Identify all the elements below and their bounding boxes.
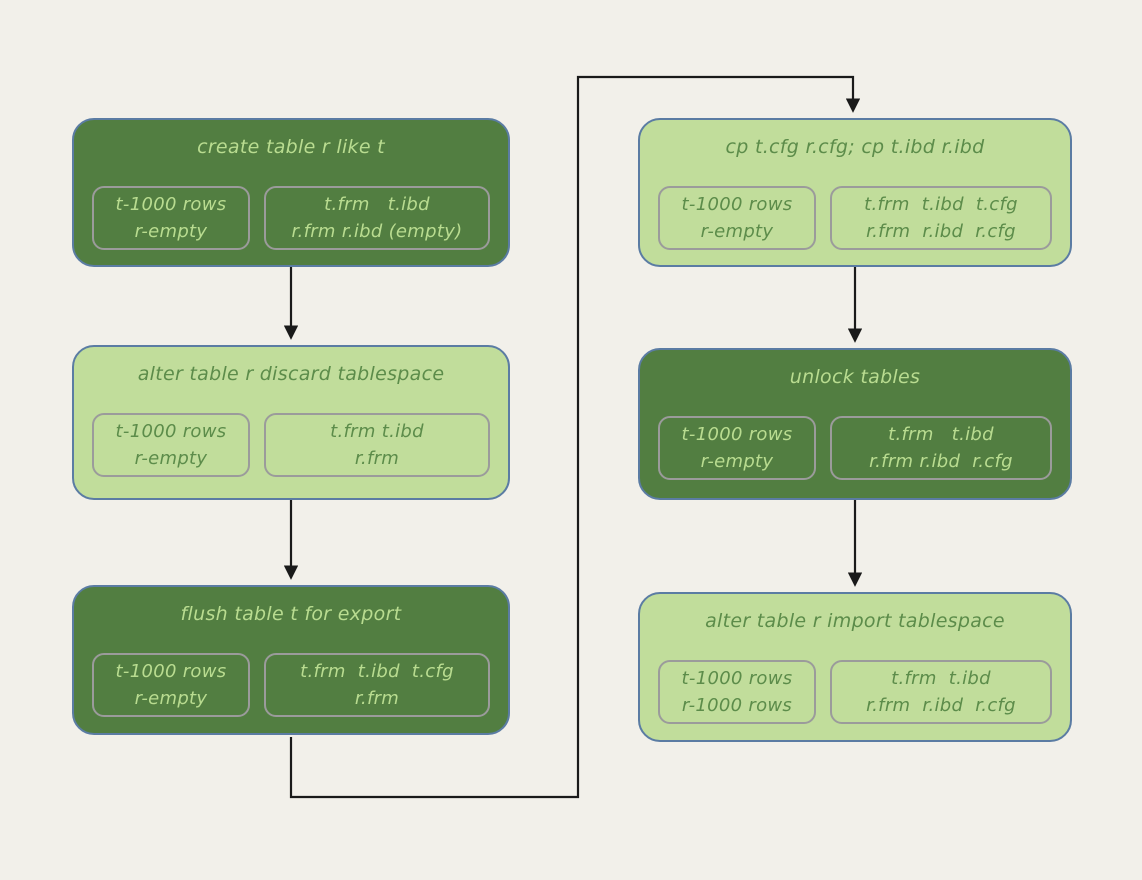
table-state-box: t-1000 rows r-empty bbox=[92, 653, 250, 717]
node-detail-row: t-1000 rows r-empty t.frm t.ibd r.frm r.… bbox=[92, 186, 490, 250]
node-detail-row: t-1000 rows r-1000 rows t.frm t.ibd r.fr… bbox=[658, 660, 1052, 724]
node-title: alter table r discard tablespace bbox=[137, 363, 445, 385]
file-list-box: t.frm t.ibd t.cfg r.frm r.ibd r.cfg bbox=[830, 186, 1052, 250]
node-create-table: create table r like t t-1000 rows r-empt… bbox=[72, 118, 510, 267]
file-list-box: t.frm t.ibd r.frm r.ibd r.cfg bbox=[830, 660, 1052, 724]
table-state-box: t-1000 rows r-1000 rows bbox=[658, 660, 816, 724]
table-state-box: t-1000 rows r-empty bbox=[92, 413, 250, 477]
file-list-box: t.frm t.ibd t.cfg r.frm bbox=[264, 653, 490, 717]
node-flush-table: flush table t for export t-1000 rows r-e… bbox=[72, 585, 510, 735]
node-detail-row: t-1000 rows r-empty t.frm t.ibd t.cfg r.… bbox=[92, 653, 490, 717]
node-title: alter table r import tablespace bbox=[705, 610, 1005, 632]
table-state-box: t-1000 rows r-empty bbox=[658, 416, 816, 480]
file-line: r.frm bbox=[354, 688, 400, 709]
file-line: t.frm t.ibd t.cfg bbox=[864, 194, 1018, 215]
node-title: flush table t for export bbox=[180, 603, 402, 625]
state-line: r-empty bbox=[134, 448, 208, 469]
file-line: t.frm t.ibd bbox=[891, 668, 991, 689]
node-title: unlock tables bbox=[789, 366, 921, 388]
state-line: r-empty bbox=[134, 688, 208, 709]
state-line: t-1000 rows bbox=[115, 194, 227, 215]
state-line: r-empty bbox=[700, 221, 774, 242]
file-line: t.frm t.ibd bbox=[888, 424, 994, 445]
node-title: cp t.cfg r.cfg; cp t.ibd r.ibd bbox=[725, 136, 985, 158]
file-line: t.frm t.ibd t.cfg bbox=[300, 661, 454, 682]
node-title: create table r like t bbox=[197, 136, 385, 158]
state-line: t-1000 rows bbox=[681, 424, 793, 445]
state-line: t-1000 rows bbox=[115, 661, 227, 682]
state-line: r-empty bbox=[134, 221, 208, 242]
file-line: t.frm t.ibd bbox=[324, 194, 430, 215]
file-list-box: t.frm t.ibd r.frm r.ibd r.cfg bbox=[830, 416, 1052, 480]
node-detail-row: t-1000 rows r-empty t.frm t.ibd r.frm r.… bbox=[658, 416, 1052, 480]
state-line: t-1000 rows bbox=[681, 668, 793, 689]
file-line: r.frm r.ibd (empty) bbox=[291, 221, 463, 242]
file-line: r.frm bbox=[354, 448, 400, 469]
state-line: r-empty bbox=[700, 451, 774, 472]
file-list-box: t.frm t.ibd r.frm bbox=[264, 413, 490, 477]
state-line: t-1000 rows bbox=[681, 194, 793, 215]
node-discard-tablespace: alter table r discard tablespace t-1000 … bbox=[72, 345, 510, 500]
state-line: t-1000 rows bbox=[115, 421, 227, 442]
state-line: r-1000 rows bbox=[681, 695, 793, 716]
node-copy-files: cp t.cfg r.cfg; cp t.ibd r.ibd t-1000 ro… bbox=[638, 118, 1072, 267]
file-line: r.frm r.ibd r.cfg bbox=[869, 451, 1013, 472]
node-detail-row: t-1000 rows r-empty t.frm t.ibd t.cfg r.… bbox=[658, 186, 1052, 250]
file-line: r.frm r.ibd r.cfg bbox=[866, 221, 1016, 242]
node-unlock-tables: unlock tables t-1000 rows r-empty t.frm … bbox=[638, 348, 1072, 500]
node-detail-row: t-1000 rows r-empty t.frm t.ibd r.frm bbox=[92, 413, 490, 477]
file-line: t.frm t.ibd bbox=[330, 421, 424, 442]
node-import-tablespace: alter table r import tablespace t-1000 r… bbox=[638, 592, 1072, 742]
file-list-box: t.frm t.ibd r.frm r.ibd (empty) bbox=[264, 186, 490, 250]
file-line: r.frm r.ibd r.cfg bbox=[866, 695, 1016, 716]
table-state-box: t-1000 rows r-empty bbox=[92, 186, 250, 250]
table-state-box: t-1000 rows r-empty bbox=[658, 186, 816, 250]
